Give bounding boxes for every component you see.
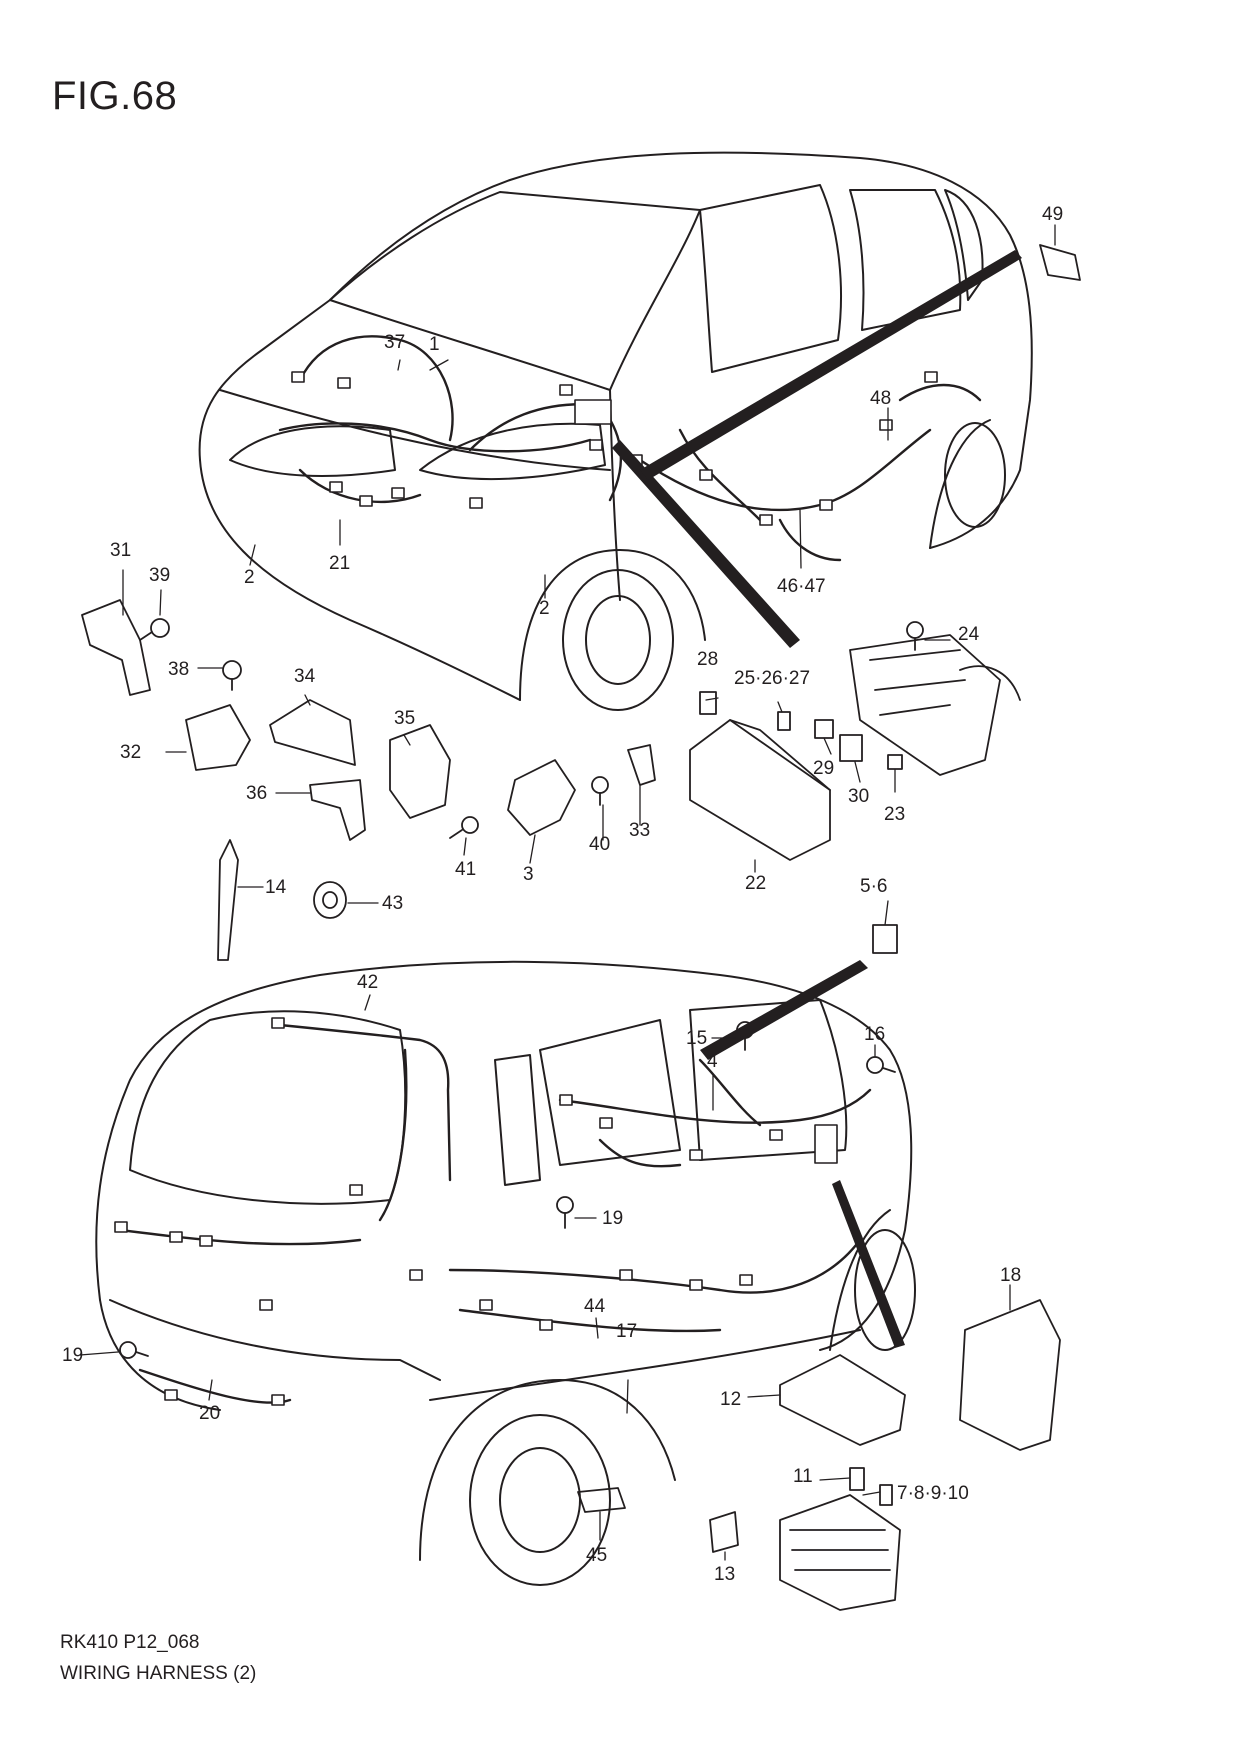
callout-label: 17: [616, 1321, 637, 1342]
pointer-wedge-relay: [700, 960, 868, 1060]
pointer-wedge-rear-harness: [640, 250, 1022, 480]
callout-label: 21: [329, 553, 350, 574]
callout-label: 11: [793, 1466, 813, 1487]
callout-label: 15: [686, 1028, 707, 1049]
rear-harness-connectors: [114, 1017, 838, 1406]
callout-label: 40: [589, 834, 610, 855]
callout-label: 42: [357, 972, 378, 993]
callout-label: 2: [539, 598, 550, 619]
callout-label: 48: [870, 388, 891, 409]
callout-label: 23: [884, 804, 905, 825]
callout-label: 34: [294, 666, 316, 687]
callout-label: 31: [110, 540, 131, 561]
pointer-wedge-front: [612, 440, 800, 648]
callout-label: 46·47: [777, 576, 826, 597]
callout-label: 35: [394, 708, 415, 729]
callout-label: 33: [629, 820, 650, 841]
callout-label: 20: [199, 1403, 220, 1424]
callout-label: 25·26·27: [734, 668, 810, 689]
callout-label: 24: [958, 624, 980, 645]
callout-label: 36: [246, 783, 267, 804]
callout-label: 22: [745, 873, 766, 894]
callout-label: 43: [382, 893, 403, 914]
callout-label: 28: [697, 649, 718, 670]
callout-label: 32: [120, 742, 141, 763]
callout-label: 16: [864, 1024, 885, 1045]
callout-label: 29: [813, 758, 834, 779]
callout-label: 45: [586, 1545, 607, 1566]
callout-label: 3: [523, 864, 534, 885]
callout-label: 19: [602, 1208, 623, 1229]
leader-lines: [79, 224, 1056, 1561]
callout-label: 37: [384, 332, 405, 353]
rear-vehicle-outline: [95, 960, 916, 1586]
callout-label: 49: [1042, 204, 1063, 225]
callout-label: 39: [149, 565, 170, 586]
loose-parts: [81, 244, 1081, 961]
rear-harness: [118, 1023, 872, 1404]
callout-label: 19: [62, 1345, 83, 1366]
callout-labels: 1 2 2 3 4 5·6 7·8·9·10 11 12 13 14 15 16…: [62, 204, 1063, 1585]
pointer-wedge-junction: [832, 1180, 905, 1348]
callout-label: 12: [720, 1389, 741, 1410]
callout-label: 41: [455, 859, 476, 880]
callout-label: 13: [714, 1564, 735, 1585]
document-code: RK410 P12_068: [60, 1632, 200, 1653]
callout-label: 30: [848, 786, 869, 807]
callout-label: 38: [168, 659, 189, 680]
callout-label: 2: [244, 567, 255, 588]
rear-loose-parts: [119, 1021, 1061, 1611]
figure-caption: WIRING HARNESS (2): [60, 1663, 257, 1684]
callout-label: 5·6: [860, 876, 887, 897]
callout-label: 18: [1000, 1265, 1021, 1286]
figure-title: FIG.68: [52, 74, 178, 118]
callout-label: 4: [707, 1051, 718, 1072]
front-harness: [278, 335, 982, 562]
callout-label: 14: [265, 877, 287, 898]
callout-label: 7·8·9·10: [897, 1483, 969, 1504]
callout-label: 44: [584, 1296, 606, 1317]
callout-label: 1: [429, 334, 440, 355]
